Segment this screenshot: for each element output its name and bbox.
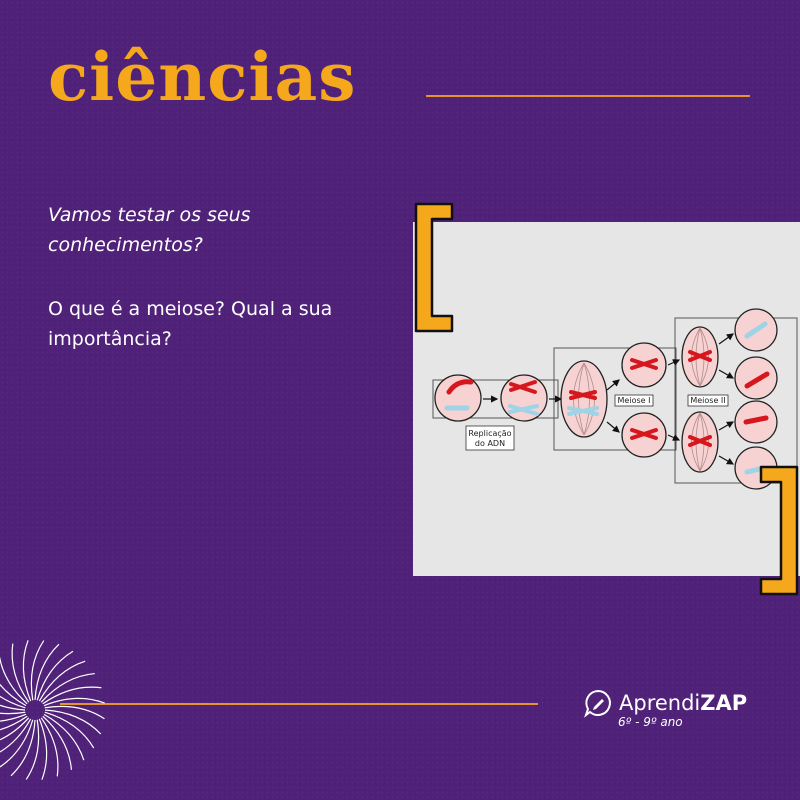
arrow-10 [718, 455, 735, 465]
sunburst-ray [42, 715, 73, 770]
arrow-3 [606, 379, 620, 391]
label-replication-line2: do ADN [475, 439, 505, 448]
sunburst-ray [0, 683, 27, 707]
page-title: ciências [48, 38, 357, 116]
stage-frame-meiosis2 [674, 317, 798, 484]
brand-logo: AprendiZAP [583, 688, 747, 718]
sunburst-ray [0, 711, 26, 715]
arrow-9 [718, 421, 735, 431]
label-replication-line1: Replicação [468, 429, 511, 438]
sunburst-ray [0, 717, 30, 741]
sunburst-ray [43, 697, 105, 707]
arrow-8 [718, 369, 735, 379]
grade-label: 6º - 9º ano [618, 715, 683, 729]
arrow-4 [606, 421, 620, 433]
sunburst-ray [0, 713, 27, 722]
sunburst-ray [0, 704, 26, 711]
sunburst-ray [36, 650, 74, 701]
sunburst-ray [40, 717, 59, 777]
sunburst-ray [44, 709, 102, 735]
gamete-2 [734, 356, 778, 400]
sunburst-ray [40, 672, 95, 703]
gamete-3 [734, 400, 778, 444]
sunburst-ray [0, 656, 28, 705]
sunburst-ray [25, 719, 40, 780]
arrow-6 [667, 434, 681, 441]
pencil-chat-icon [584, 689, 611, 718]
brand-name-bold: ZAP [700, 691, 748, 715]
sunburst-ray [44, 711, 95, 749]
arrow-5 [667, 359, 681, 366]
title-divider [426, 95, 750, 97]
sunburst-ray [0, 715, 28, 731]
brand-name-regular: Aprendi [619, 691, 701, 715]
question-text: O que é a meiose? Qual a sua importância… [48, 298, 333, 350]
cell-spindle-meiosis2-bottom [681, 411, 719, 473]
sunburst-ray [38, 660, 86, 702]
cell-meiosis1-bottom [621, 412, 667, 458]
meiosis-diagram: Replicação do ADN Meiose I Meiose II [413, 222, 800, 576]
sunburst-ray [34, 643, 60, 701]
label-meiosis1: Meiose I [618, 396, 651, 405]
sunburst-ray [11, 643, 30, 703]
sunburst-ray [44, 705, 105, 720]
bottom-divider [60, 703, 538, 705]
cell-meiosis1-top [621, 342, 667, 388]
sunburst-ray [43, 713, 85, 761]
cell-spindle-meiosis1 [560, 360, 608, 438]
sunburst-decoration-icon [0, 640, 105, 780]
label-meiosis2: Meiose II [690, 396, 725, 405]
sunburst-ray [22, 640, 32, 702]
cell-spindle-meiosis2-top [681, 326, 719, 388]
cell-initial [434, 374, 482, 422]
bracket-left-icon [414, 202, 454, 333]
brand-name: AprendiZAP [619, 691, 747, 715]
gamete-1 [734, 308, 778, 352]
cell-replicated [500, 374, 548, 422]
bracket-right-icon [759, 465, 799, 596]
intro-text: Vamos testar os seus conhecimentos? [48, 204, 251, 256]
sunburst-ray [42, 686, 102, 705]
sunburst-ray [10, 719, 36, 777]
arrow-7 [718, 333, 734, 345]
sunburst-ray [30, 640, 45, 701]
sunburst-ray [0, 695, 26, 709]
sunburst-ray [38, 718, 48, 780]
sunburst-ray [0, 718, 32, 753]
sunburst-ray [0, 719, 34, 768]
